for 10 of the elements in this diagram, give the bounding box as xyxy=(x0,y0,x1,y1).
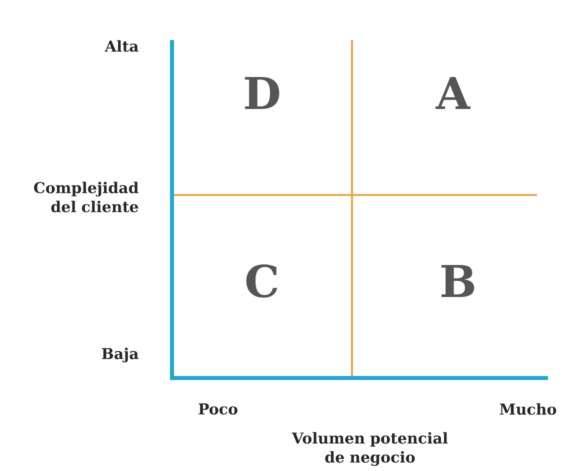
axis-value-label: Poco xyxy=(198,403,238,415)
quadrant-letter: B xyxy=(441,264,474,298)
quadrant-letter: D xyxy=(244,76,280,110)
quadrant-letter: C xyxy=(246,264,278,298)
axis-title: Volumen potencial de negocio xyxy=(292,432,448,466)
axis-value-label: Baja xyxy=(102,348,138,362)
quadrant-letter: A xyxy=(436,76,471,110)
axis-value-label: Alta xyxy=(104,40,138,52)
axis-title: Complejidad del cliente xyxy=(34,182,138,212)
axis-value-label: Mucho xyxy=(500,403,556,415)
